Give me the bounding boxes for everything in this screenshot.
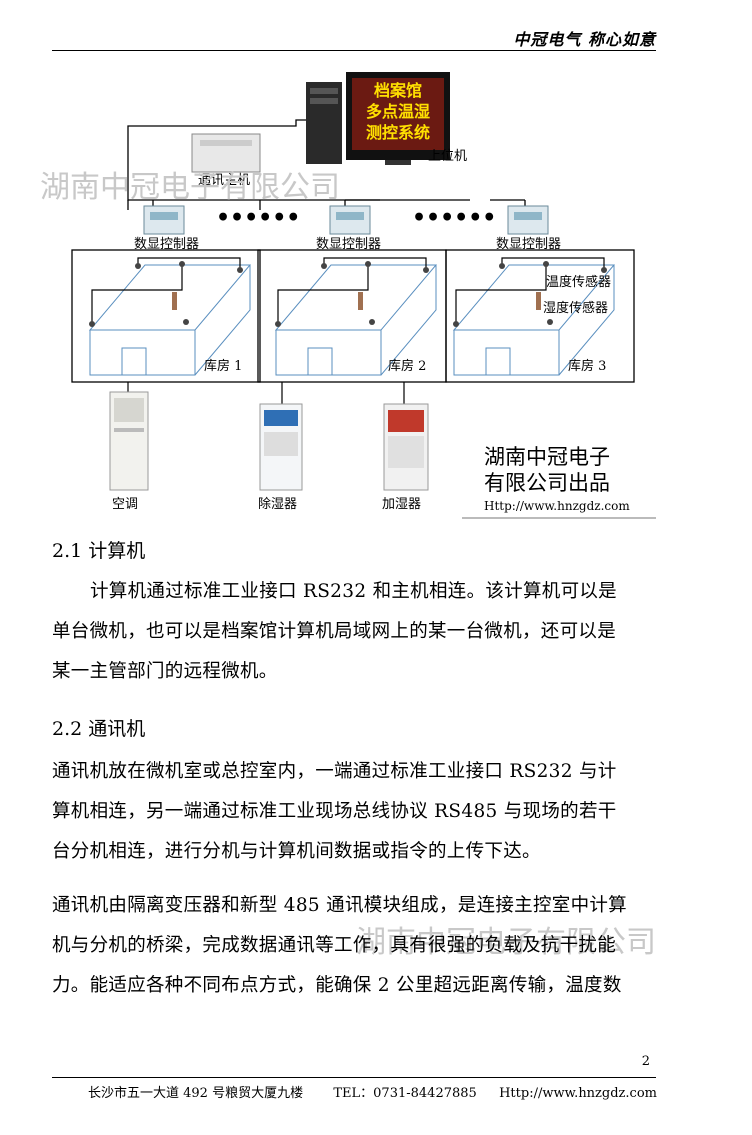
footer-address: 长沙市五一大道 492 号粮贸大厦九楼 (88, 1086, 304, 1101)
company-url: Http://www.hnzgdz.com (484, 499, 630, 513)
company-line-2: 有限公司出品 (484, 471, 610, 495)
section2-paragraph-1: 通讯机放在微机室或总控室内，一端通过标准工业接口 RS232 与计 算机相连，另… (52, 752, 658, 872)
header-slogan: 中冠电气 称心如意 (513, 30, 656, 49)
footer-tel: TEL：0731-84427885 (333, 1086, 477, 1101)
humidifier-icon (383, 403, 429, 491)
section2-line: 通讯机由隔离变压器和新型 485 通讯模块组成，是连接主控室中计算 (52, 895, 627, 916)
ac-label: 空调 (112, 497, 138, 512)
controller-label-1: 数显控制器 (134, 237, 199, 252)
footer-rule (52, 1077, 656, 1078)
page-header: 中冠电气 称心如意 (0, 0, 752, 52)
section-heading-comm: 2.2 通讯机 (52, 718, 146, 740)
temp-sensor-label: 温度传感器 (546, 274, 611, 290)
monitor-line-1: 档案馆 (374, 81, 422, 100)
dehumidifier-label: 除湿器 (258, 497, 297, 512)
controller-icon-2 (329, 205, 371, 235)
sensor-wiring (91, 257, 605, 322)
header-rule (52, 50, 656, 51)
room-label-3: 库房 3 (568, 358, 606, 374)
section2-line: 力。能适应各种不同布点方式，能确保 2 公里超远距离传输，温度数 (52, 975, 622, 996)
section1-line: 某一主管部门的远程微机。 (52, 661, 278, 682)
ellipsis-dots-2: •••••• (412, 205, 496, 231)
device-wiring (127, 382, 405, 404)
comm-host-label: 通讯主机 (198, 173, 250, 188)
watermark-2: 湖南中冠电子有限公司 (356, 925, 656, 960)
footer-url: Http://www.hnzgdz.com (499, 1086, 657, 1101)
sensor-icons (89, 261, 607, 327)
controller-label-2: 数显控制器 (316, 237, 381, 252)
comm-host-icon (191, 133, 261, 173)
section2-line: 台分机相连，进行分机与计算机间数据或指令的上传下达。 (52, 841, 541, 862)
ellipsis-dots-1: •••••• (216, 205, 300, 231)
monitor-line-2: 多点温湿 (366, 102, 430, 121)
section2-paragraph-2: 通讯机由隔离变压器和新型 485 通讯模块组成，是连接主控室中计算 机与分机的桥… (52, 886, 658, 1006)
page-footer: 长沙市五一大道 492 号粮贸大厦九楼 TEL：0731-84427885 Ht… (88, 1082, 657, 1101)
air-conditioner-icon (109, 391, 149, 491)
watermark-1: 湖南中冠电子有限公司 (40, 170, 340, 205)
section1-line: 计算机通过标准工业接口 RS232 和主机相连。该计算机可以是 (90, 581, 617, 602)
host-pc-icon (306, 82, 342, 164)
section2-line: 机与分机的桥梁，完成数据通讯等工作，具有很强的负载及抗干扰能 (52, 935, 617, 956)
room-label-1: 库房 1 (204, 358, 242, 374)
section2-line: 通讯机放在微机室或总控室内，一端通过标准工业接口 RS232 与计 (52, 761, 617, 782)
controller-icon-3 (507, 205, 549, 235)
humidifier-label: 加湿器 (382, 497, 421, 512)
system-diagram: 档案馆 多点温湿 测控系统 上位机 通讯主机 •••••• •••••• 数显控… (71, 72, 656, 519)
room-label-2: 库房 2 (388, 358, 426, 374)
wiring (71, 119, 635, 383)
section-heading-computer: 2.1 计算机 (52, 540, 146, 562)
dehumidifier-icon (259, 403, 303, 491)
company-line-1: 湖南中冠电子 (484, 445, 610, 469)
humidity-sensor-label: 湿度传感器 (543, 300, 608, 316)
monitor-icon: 档案馆 多点温湿 测控系统 (346, 72, 450, 165)
controller-label-3: 数显控制器 (496, 237, 561, 252)
section2-line: 算机相连，另一端通过标准工业现场总线协议 RS485 与现场的若干 (52, 801, 617, 822)
section1-paragraph: 计算机通过标准工业接口 RS232 和主机相连。该计算机可以是 单台微机，也可以… (52, 572, 658, 692)
page-number: 2 (641, 1054, 650, 1069)
monitor-line-3: 测控系统 (366, 123, 430, 142)
controller-icon-1 (143, 205, 185, 235)
section1-line: 单台微机，也可以是档案馆计算机局域网上的某一台微机，还可以是 (52, 621, 617, 642)
room-boxes (88, 264, 616, 376)
host-pc-label: 上位机 (428, 149, 467, 164)
